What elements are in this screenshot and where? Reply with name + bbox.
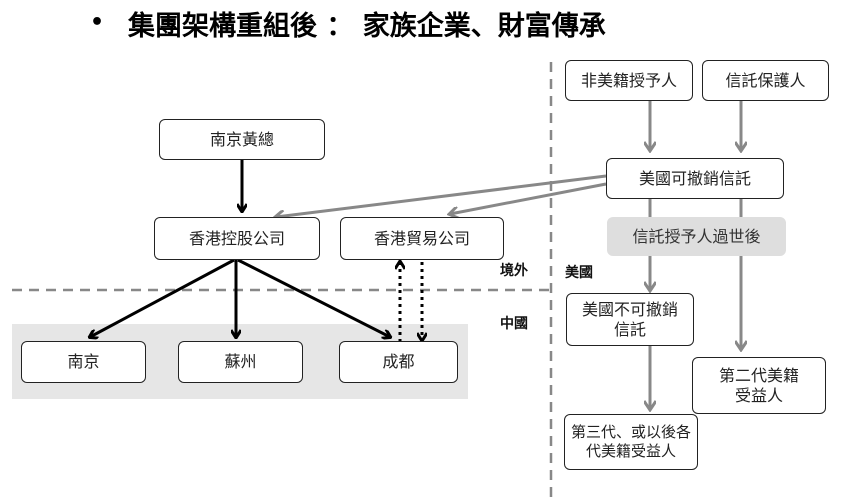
arrow-holding-to-nanjing [90, 258, 235, 337]
us-revocable-trust-box: 美國可撤銷信託 [606, 158, 784, 199]
us-irrevocable-trust-box: 美國不可撤銷信託 [566, 293, 694, 346]
second-gen-box: 第二代美籍受益人 [692, 357, 826, 414]
arrow-holding-to-chengdu [237, 258, 390, 337]
china-label: 中國 [500, 316, 528, 332]
grantor-death-box: 信託授予人過世後 [607, 217, 786, 256]
nanjing-huang-box: 南京黃總 [159, 119, 325, 160]
hk-holding-box: 香港控股公司 [154, 217, 320, 260]
title-bullet: • [90, 10, 105, 35]
usa-label: 美國 [565, 265, 593, 281]
offshore-label: 境外 [500, 263, 528, 279]
protector-box: 信託保護人 [702, 60, 829, 101]
hk-trading-box: 香港貿易公司 [340, 217, 504, 260]
suzhou-box: 蘇州 [178, 341, 303, 383]
chengdu-box: 成都 [339, 341, 458, 383]
arrow-revocable-to-holding [276, 174, 607, 217]
nanjing-box: 南京 [21, 341, 146, 383]
third-gen-box: 第三代、或以後各代美籍受益人 [564, 414, 698, 470]
arrow-revocable-to-trading [450, 182, 607, 214]
grantor-box: 非美籍授予人 [565, 60, 693, 101]
slide-title: 集團架構重組後 ： 家族企業、財富傳承 [128, 11, 606, 42]
